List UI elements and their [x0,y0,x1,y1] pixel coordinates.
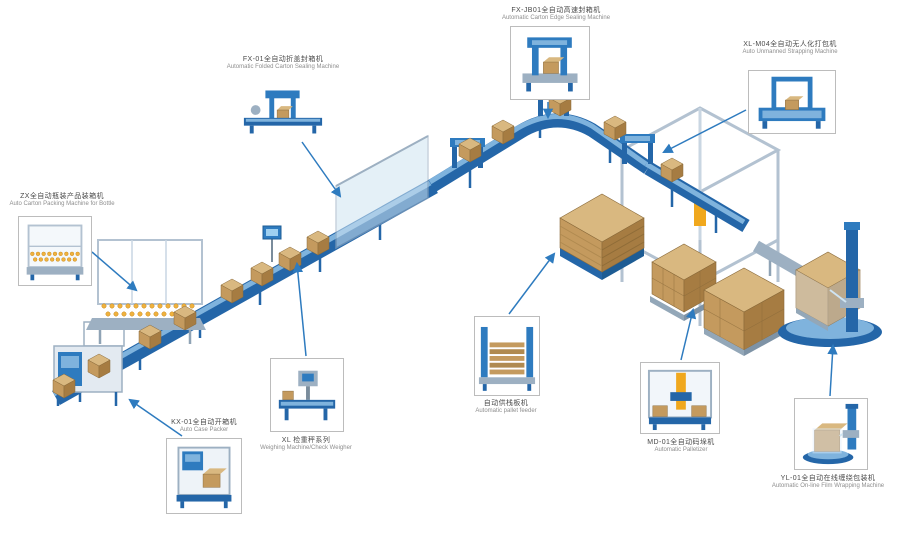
callout-case-packer [166,438,242,514]
label-folded-carton-sealing: FX-01全自动折盖封箱机 Automatic Folded Carton Se… [227,55,339,72]
label-film-wrapping: YL-01全自动在线缠绕包装机 Automatic On-line Film W… [772,474,884,491]
callout-connectors [91,102,838,437]
label-en-palletizer: Automatic Palletizer [654,447,708,454]
label-pallet-feeder: 自动供栈板机 Automatic pallet feeder [475,399,536,416]
callout-folded-carton-sealing [238,82,328,140]
label-zh-strapping: XL-M04全自动无人化打包机 [743,41,837,48]
label-bottle-packing: ZX全自动瓶装产品装箱机 Auto Carton Packing Machine… [9,192,114,209]
control-panel [262,225,282,262]
label-case-packer: KX-01全自动开箱机 Auto Case Packer [171,418,237,435]
callout-bottle-packing [18,216,92,286]
label-zh-case-packer: KX-01全自动开箱机 [171,419,237,426]
carton-magazine [559,193,645,280]
top-conveyor [428,113,652,192]
label-zh-palletizer: MD-01全自动码垛机 [647,439,715,446]
callout-film-wrapping [794,398,868,470]
carton-edge-sealing-sketch [522,37,578,92]
label-zh-checkweigher: XL 检重秤系列 [281,437,331,444]
label-strapping: XL-M04全自动无人化打包机 Auto Unmanned Strapping … [742,40,837,57]
wrapping-station [778,222,882,347]
guard-panel-machine [335,134,429,250]
bottle-packing-sketch [26,224,84,281]
pallet-stack-b [703,267,785,356]
callout-palletizer [640,362,720,434]
label-en-pallet-feeder: Automatic pallet feeder [475,408,537,415]
label-en-carton-edge-sealing: Automatic Carton Edge Sealing Machine [501,15,611,22]
strapping-sketch [758,76,826,129]
label-zh-film-wrapping: YL-01全自动在线缠绕包装机 [780,475,876,482]
label-zh-carton-edge-sealing: FX-JB01全自动高速封箱机 [511,7,601,14]
checkweigher-sketch [278,370,336,421]
label-en-case-packer: Auto Case Packer [179,427,229,434]
label-en-strapping: Auto Unmanned Strapping Machine [742,49,838,56]
label-en-bottle-packing: Auto Carton Packing Machine for Bottle [9,201,115,208]
folded-carton-sealing-sketch [243,90,323,134]
case-packer-sketch [176,446,232,509]
label-zh-folded-carton-sealing: FX-01全自动折盖封箱机 [242,56,324,63]
label-zh-bottle-packing: ZX全自动瓶装产品装箱机 [20,193,104,200]
label-en-checkweigher: Weighing Machine/Check Weigher [260,445,352,452]
callout-pallet-feeder [474,316,540,396]
label-en-folded-carton-sealing: Automatic Folded Carton Sealing Machine [226,64,340,71]
label-carton-edge-sealing: FX-JB01全自动高速封箱机 Automatic Carton Edge Se… [502,6,610,23]
callout-carton-edge-sealing [510,26,590,100]
pallet-feeder-sketch [478,326,536,391]
label-zh-pallet-feeder: 自动供栈板机 [483,400,529,407]
label-palletizer: MD-01全自动码垛机 Automatic Palletizer [647,438,714,455]
label-checkweigher: XL 检重秤系列 Weighing Machine/Check Weigher [260,436,352,453]
film-wrapping-sketch [802,403,860,465]
palletizer-sketch [647,369,713,431]
callout-checkweigher [270,358,344,432]
callout-strapping [748,70,836,134]
label-en-film-wrapping: Automatic On-line Film Wrapping Machine [771,483,885,490]
